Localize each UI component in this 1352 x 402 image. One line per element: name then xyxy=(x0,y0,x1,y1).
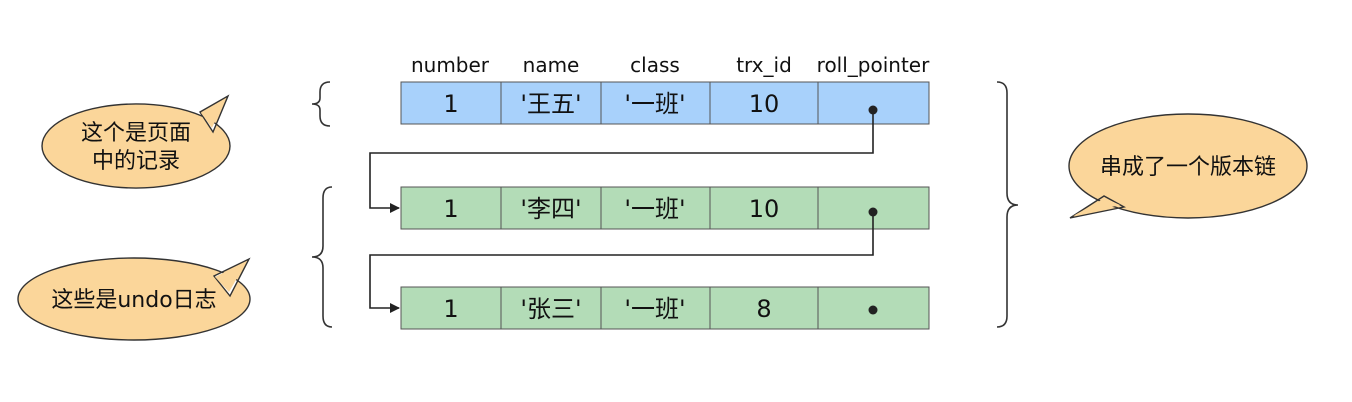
cell-class: '一班' xyxy=(624,295,685,323)
callout-text: 串成了一个版本链 xyxy=(1100,155,1276,180)
callout-version-chain: 串成了一个版本链 xyxy=(1068,113,1308,219)
column-header-number: number xyxy=(411,53,490,77)
cell-name: '李四' xyxy=(520,195,581,223)
row-background xyxy=(400,286,930,330)
callout-text-line-2: 中的记录 xyxy=(92,149,180,174)
row-background xyxy=(400,186,930,230)
column-header-class: class xyxy=(630,53,680,77)
column-header-trx-id: trx_id xyxy=(736,53,792,77)
record-row-page: 1 '王五' '一班' 10 xyxy=(400,81,930,125)
record-row-undo-1: 1 '李四' '一班' 10 xyxy=(400,186,930,230)
callout-text: 这些是undo日志 xyxy=(51,288,216,313)
row-background xyxy=(400,81,930,125)
brace-version-chain xyxy=(996,81,1019,328)
cell-name: '王五' xyxy=(520,90,581,118)
cell-number: 1 xyxy=(443,295,458,323)
roll-pointer-dot xyxy=(868,305,878,315)
cell-name: '张三' xyxy=(520,295,581,323)
speech-bubble xyxy=(41,94,231,189)
roll-pointer-arrow-1 xyxy=(369,110,874,213)
column-headers: number name class trx_id roll_pointer xyxy=(411,53,930,77)
cell-number: 1 xyxy=(443,90,458,118)
roll-pointer-arrow-2 xyxy=(369,212,874,313)
record-row-undo-2: 1 '张三' '一班' 8 xyxy=(400,286,930,330)
cell-class: '一班' xyxy=(624,195,685,223)
cell-number: 1 xyxy=(443,195,458,223)
callout-text-line-1: 这个是页面 xyxy=(81,121,191,146)
column-header-roll-pointer: roll_pointer xyxy=(817,53,930,77)
column-header-name: name xyxy=(523,53,580,77)
cell-class: '一班' xyxy=(624,90,685,118)
callout-page-record: 这个是页面 中的记录 xyxy=(41,94,231,189)
brace-undo-logs xyxy=(311,186,333,328)
cell-trx-id: 10 xyxy=(749,90,780,118)
speech-bubble xyxy=(1068,113,1308,219)
cell-trx-id: 8 xyxy=(756,295,771,323)
speech-bubble xyxy=(17,257,251,341)
callout-undo-logs: 这些是undo日志 xyxy=(17,257,251,341)
brace-page-record xyxy=(311,81,331,127)
cell-trx-id: 10 xyxy=(749,195,780,223)
